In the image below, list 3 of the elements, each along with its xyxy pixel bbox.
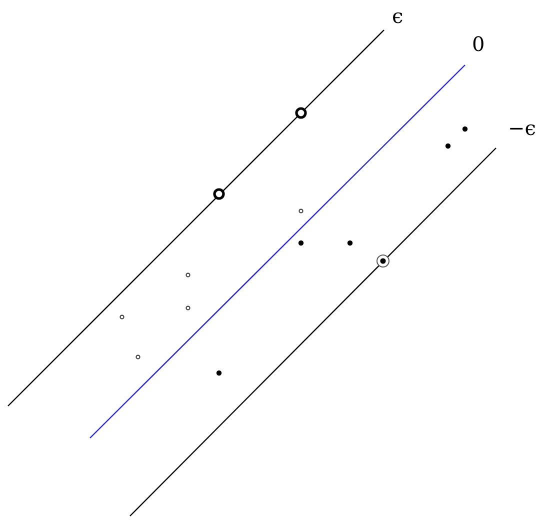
line-label: −ϵ xyxy=(508,118,536,138)
line-label: 0 xyxy=(472,34,485,54)
line-label: ϵ xyxy=(392,6,404,26)
